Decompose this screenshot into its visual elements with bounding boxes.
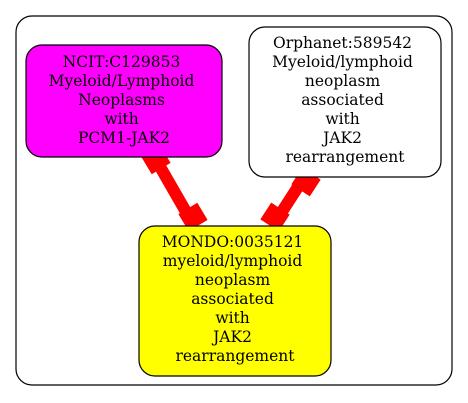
- node-orphanet[interactable]: Orphanet:589542 Myeloid/lymphoid neoplas…: [248, 26, 442, 178]
- node-mondo-label: MONDO:0035121 myeloid/lymphoid neoplasm …: [162, 233, 308, 365]
- node-orphanet-label: Orphanet:589542 Myeloid/lymphoid neoplas…: [272, 34, 418, 166]
- node-orphanet-line: JAK2: [321, 129, 362, 147]
- node-ncit-line: Myeloid/Lymphoid: [49, 72, 195, 90]
- cluster-border: [15, 15, 453, 386]
- node-ncit-line: NCIT:C129853: [63, 53, 181, 71]
- node-orphanet-line: associated: [301, 91, 384, 109]
- node-mondo-line: rearrangement: [175, 347, 295, 365]
- node-orphanet-line: Myeloid/lymphoid: [272, 53, 413, 71]
- node-orphanet-line: neoplasm: [305, 72, 381, 90]
- node-orphanet-line: with: [325, 110, 359, 128]
- node-ncit-line: Neoplasms: [78, 91, 165, 109]
- node-ncit-line: with: [104, 110, 138, 128]
- node-orphanet-line: Orphanet:589542: [273, 34, 412, 52]
- node-mondo-line: JAK2: [211, 328, 252, 346]
- node-orphanet-line: rearrangement: [285, 148, 405, 166]
- node-mondo-line: neoplasm: [195, 271, 271, 289]
- edge-orphanet-head-cap: [260, 202, 290, 232]
- node-orphanet-box: [248, 26, 442, 178]
- node-ncit-line: PCM1-JAK2: [78, 129, 170, 147]
- edge-ncit-head-cap: [178, 202, 208, 232]
- node-mondo-box: [138, 225, 332, 377]
- node-mondo[interactable]: MONDO:0035121 myeloid/lymphoid neoplasm …: [138, 225, 332, 377]
- node-ncit-label: NCIT:C129853 Myeloid/Lymphoid Neoplasms …: [49, 53, 200, 147]
- node-mondo-line: with: [215, 309, 249, 327]
- node-ncit[interactable]: NCIT:C129853 Myeloid/Lymphoid Neoplasms …: [25, 44, 223, 158]
- node-mondo-line: associated: [191, 290, 274, 308]
- node-mondo-line: MONDO:0035121: [162, 233, 304, 251]
- node-ncit-box: [25, 44, 223, 158]
- node-mondo-line: myeloid/lymphoid: [163, 252, 303, 270]
